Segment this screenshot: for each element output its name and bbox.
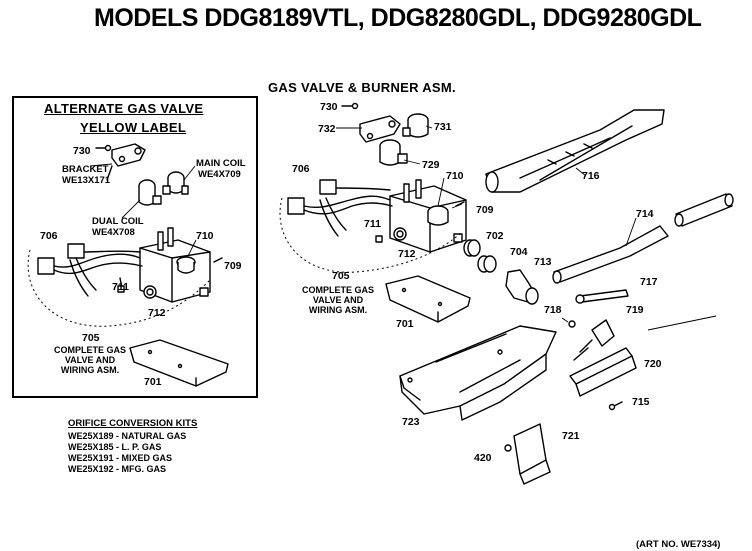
alt-main-coil-label: MAIN COIL: [196, 158, 246, 169]
screw-420: [504, 444, 512, 452]
alt-dual-coil-label: DUAL COIL: [92, 216, 144, 227]
alt-main-coil: [162, 171, 189, 195]
label-714: 714: [636, 208, 654, 220]
screw-717: [575, 289, 629, 304]
alt-label-701: 701: [144, 376, 162, 388]
alt-label-710: 710: [196, 230, 214, 242]
igniter-719: [573, 319, 615, 361]
label-710: 710: [446, 170, 464, 182]
alt-main-coil-part: WE4X709: [198, 169, 241, 180]
label-702: 702: [486, 230, 504, 242]
orifice-704: [477, 255, 497, 273]
alt-bracket-part: WE13X171: [62, 175, 111, 186]
coil-731: [402, 113, 429, 138]
page-title: MODELS DDG8189VTL, DDG8280GDL, DDG9280GD…: [94, 4, 702, 32]
alternate-gas-valve-box: [12, 96, 258, 398]
label-705: 705: [332, 270, 350, 282]
label-731: 731: [434, 121, 452, 133]
alt-label-711: 711: [112, 281, 129, 293]
alt-valve-body: [139, 227, 223, 303]
label-713: 713: [534, 256, 552, 268]
label-730: 730: [320, 101, 338, 113]
label-420: 420: [474, 452, 492, 464]
complete-line1: COMPLETE GAS: [301, 285, 374, 295]
alt-label-709: 709: [224, 260, 242, 272]
complete-line2: VALVE AND: [312, 295, 364, 305]
art-number: (ART NO. WE7334): [636, 539, 721, 550]
alt-title-line1: ALTERNATE GAS VALVE: [44, 101, 204, 116]
label-719: 719: [626, 304, 644, 316]
label-701: 701: [396, 318, 414, 330]
bracket-720: [569, 347, 637, 397]
screw-730: [341, 102, 359, 110]
label-715: 715: [632, 396, 650, 408]
orifice-702: [463, 239, 481, 257]
burner-bracket-723: [399, 325, 557, 421]
label-704: 704: [510, 246, 528, 258]
alt-mount-plate: [129, 339, 229, 387]
bracket-721: [513, 423, 551, 485]
pipe: [674, 193, 734, 227]
orifice-kit-item: WE25X189 - NATURAL GAS: [68, 431, 187, 441]
orifice-kits-title: ORIFICE CONVERSION KITS: [68, 418, 198, 429]
label-716: 716: [582, 170, 600, 182]
coil-729: [379, 139, 408, 166]
label-709: 709: [476, 204, 494, 216]
label-712: 712: [398, 248, 416, 260]
alt-wiring-harness: [37, 243, 143, 297]
label-718: 718: [544, 304, 562, 316]
label-720: 720: [644, 358, 662, 370]
tube-714: [552, 225, 669, 284]
orifice-kit-item: WE25X191 - MIXED GAS: [68, 453, 173, 463]
alt-label-712: 712: [148, 307, 166, 319]
label-721: 721: [562, 430, 580, 442]
alt-bracket-label: BRACKET: [62, 164, 109, 175]
label-706: 706: [292, 163, 310, 175]
alt-label-706: 706: [40, 230, 58, 242]
orifice-kit-item: WE25X185 - L. P. GAS: [68, 442, 162, 452]
alt-screw-730: [95, 144, 112, 152]
label-732: 732: [318, 123, 336, 135]
screw-715: [608, 401, 623, 411]
label-717: 717: [640, 276, 658, 288]
burner-716: [485, 109, 665, 193]
wiring-harness-706: [287, 179, 393, 243]
valve-body: [389, 179, 467, 253]
orifice-kit-item: WE25X192 - MFG. GAS: [68, 464, 167, 474]
alt-title-line2: YELLOW LABEL: [80, 120, 187, 135]
label-729: 729: [422, 159, 440, 171]
alt-dual-coil: [138, 179, 162, 206]
screw-718: [568, 320, 576, 328]
section-title: GAS VALVE & BURNER ASM.: [268, 80, 456, 95]
alt-bracket: [106, 143, 146, 181]
alt-complete-line1: COMPLETE GAS: [53, 345, 126, 355]
label-711: 711: [364, 218, 381, 230]
alt-label-730: 730: [73, 145, 91, 157]
mount-plate-701: [385, 275, 471, 323]
alt-complete-line3: WIRING ASM.: [60, 365, 120, 375]
alt-dual-coil-part: WE4X708: [92, 227, 135, 238]
alt-complete-line2: VALVE AND: [64, 355, 116, 365]
complete-line3: WIRING ASM.: [308, 305, 368, 315]
bracket-732: [359, 115, 401, 143]
alt-label-705: 705: [82, 332, 100, 344]
label-723: 723: [402, 416, 420, 428]
elbow-713: [505, 269, 539, 305]
